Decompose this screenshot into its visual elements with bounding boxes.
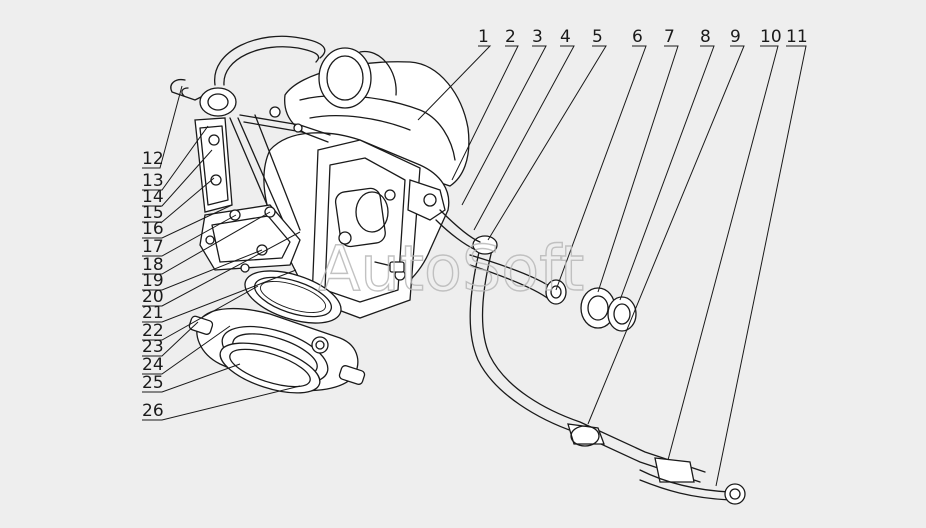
callout-23: 23 <box>142 337 164 357</box>
callout-19: 19 <box>142 271 164 291</box>
callout-11: 11 <box>786 27 808 47</box>
callout-18: 18 <box>142 255 164 275</box>
callout-8: 8 <box>700 27 711 47</box>
callout-4: 4 <box>560 27 571 47</box>
callout-26: 26 <box>142 401 164 421</box>
callout-10: 10 <box>760 27 782 47</box>
callout-13: 13 <box>142 171 164 191</box>
callout-1: 1 <box>478 27 489 47</box>
callout-14: 14 <box>142 187 164 207</box>
callout-3: 3 <box>532 27 543 47</box>
lower-flange-clamp <box>188 307 366 394</box>
oil-return-pipe <box>435 209 746 505</box>
callout-2: 2 <box>505 27 516 47</box>
callouts-left: 12 13 14 15 16 17 18 19 20 21 22 23 24 2… <box>142 149 164 421</box>
callout-25: 25 <box>142 373 164 393</box>
callout-5: 5 <box>592 27 603 47</box>
callouts-right: 1 2 3 4 5 6 7 8 9 10 11 <box>478 27 808 47</box>
callout-9: 9 <box>730 27 741 47</box>
callout-6: 6 <box>632 27 643 47</box>
callout-20: 20 <box>142 287 164 307</box>
callout-16: 16 <box>142 219 164 239</box>
callout-15: 15 <box>142 203 164 223</box>
callout-21: 21 <box>142 303 164 323</box>
callout-12: 12 <box>142 149 164 169</box>
turbocharger-assembly <box>214 35 470 319</box>
callout-7: 7 <box>664 27 675 47</box>
leader-lines <box>142 45 807 487</box>
seal-rings <box>580 287 637 332</box>
callout-22: 22 <box>142 321 164 341</box>
callout-17: 17 <box>142 237 164 257</box>
watermark-text: AutoSoft <box>318 232 584 305</box>
callout-24: 24 <box>142 355 164 375</box>
